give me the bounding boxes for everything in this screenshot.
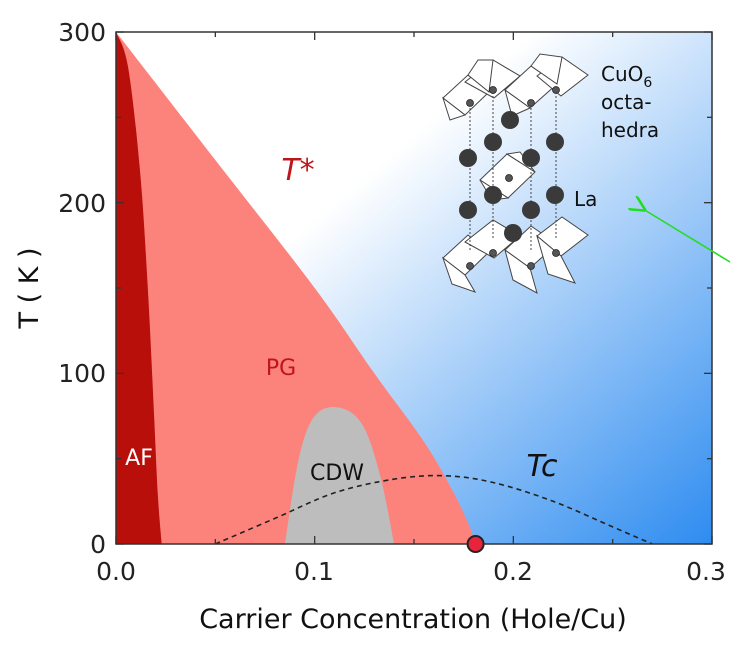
crystal-structure-inset: CuO6 octa- hedra La bbox=[441, 53, 659, 295]
inset-label-la: La bbox=[574, 187, 597, 211]
x-tick-label: 0.0 bbox=[96, 557, 136, 586]
region-label-af: AF bbox=[125, 446, 153, 471]
y-tick-label: 200 bbox=[58, 189, 106, 218]
region-label-cdw: CDW bbox=[310, 461, 364, 486]
y-tick-label: 0 bbox=[90, 530, 106, 559]
y-axis-ticks bbox=[116, 31, 712, 545]
x-axis-label: Carrier Concentration (Hole/Cu) bbox=[199, 604, 627, 635]
unit-cell-lines bbox=[469, 92, 557, 252]
y-tick-label: 300 bbox=[58, 18, 106, 47]
region-pg bbox=[116, 32, 476, 544]
x-tick-label: 0.3 bbox=[686, 557, 726, 586]
line-label-tc: Tc bbox=[526, 449, 558, 484]
inset-label-octa: octa- bbox=[601, 90, 652, 114]
region-cdw bbox=[284, 406, 395, 544]
region-label-pg: PG bbox=[266, 356, 296, 381]
critical-point-marker bbox=[466, 535, 485, 553]
y-axis-label: T ( K ) bbox=[14, 247, 45, 329]
x-tick-label: 0.1 bbox=[294, 557, 334, 586]
region-af bbox=[116, 32, 162, 544]
line-label-tstar: T* bbox=[281, 153, 314, 188]
inset-label-hedra: hedra bbox=[601, 118, 659, 142]
x-axis-ticks bbox=[115, 32, 713, 544]
inset-label-octahedra: CuO6 bbox=[601, 62, 652, 91]
green-arrow bbox=[643, 209, 731, 263]
y-tick-label: 100 bbox=[58, 359, 106, 388]
octahedra-top bbox=[442, 53, 589, 121]
x-tick-label: 0.2 bbox=[493, 557, 533, 586]
tc-curve bbox=[214, 474, 653, 544]
cu-atoms bbox=[466, 86, 560, 270]
la-atoms bbox=[459, 111, 564, 242]
